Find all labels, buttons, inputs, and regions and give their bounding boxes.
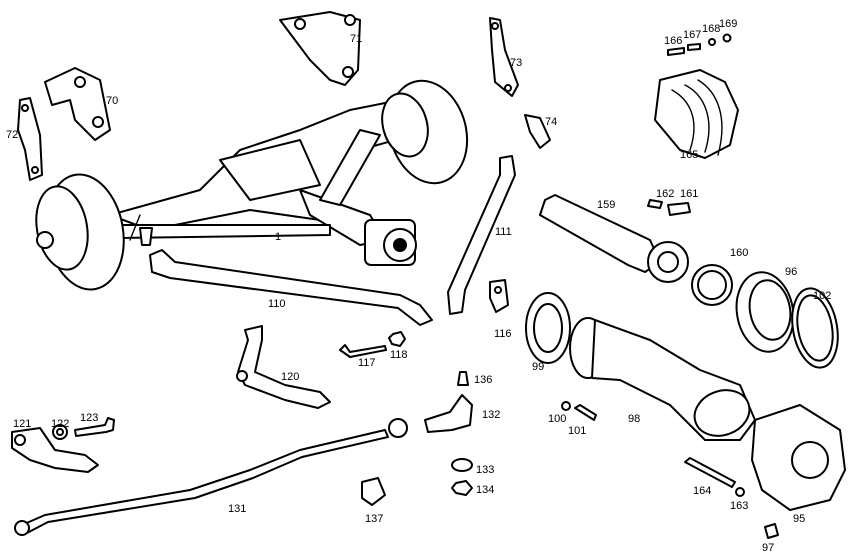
part-96-cover [735,271,795,353]
part-120-arm [236,325,331,409]
part-122-washer [52,424,68,440]
callout-71: 71 [350,33,362,45]
callout-70: 70 [106,95,118,107]
callout-159: 159 [597,199,615,211]
callout-136: 136 [474,374,492,386]
part-98-torque-tube [569,317,756,441]
part-164-bolt [684,457,736,488]
callout-95: 95 [793,513,805,525]
callout-99: 99 [532,361,544,373]
callout-167: 167 [683,29,701,41]
callout-168: 168 [702,23,720,35]
callout-137: 137 [365,513,383,525]
part-1-axle-housing [35,79,469,291]
callout-96: 96 [785,266,797,278]
part-131-tie-rod [14,418,408,536]
callout-120: 120 [281,371,299,383]
part-110-bar [149,249,433,326]
part-71-bracket [279,11,361,86]
callout-122: 122 [51,418,69,430]
part-166-screw [667,47,685,56]
part-137-clamp [361,477,386,506]
part-133-boot [451,458,473,472]
part-117-bolt [339,344,387,358]
callout-117: 117 [358,357,376,369]
part-100-washer [561,401,571,411]
part-102-ring [791,287,839,369]
callout-164: 164 [693,485,711,497]
part-97-fitting [764,523,779,539]
callout-74: 74 [545,116,557,128]
callout-162: 162 [656,188,674,200]
part-95-housing [751,404,846,511]
part-162-bolt [647,199,663,209]
callout-133: 133 [476,464,494,476]
callout-134: 134 [476,484,494,496]
callout-165: 165 [680,149,698,161]
part-165-boot [654,69,739,159]
callout-161: 161 [680,188,698,200]
callout-163: 163 [730,500,748,512]
part-74-clip [524,114,551,149]
part-159-driveshaft [539,194,689,283]
part-168-washer [708,38,716,46]
callout-1: 1 [275,231,281,243]
callout-169: 169 [719,18,737,30]
callout-110: 110 [268,298,286,310]
part-167-screw [687,43,701,51]
part-101-bolt [574,404,597,421]
callout-121: 121 [13,418,31,430]
part-116-bracket [489,279,509,313]
part-136-fitting [457,371,469,386]
part-163-washer [735,487,745,497]
callout-166: 166 [664,35,682,47]
callout-131: 131 [228,503,246,515]
part-160-gasket [691,264,733,306]
callout-118: 118 [390,349,408,361]
part-99-gasket [525,292,571,364]
callout-116: 116 [494,328,512,340]
part-161-clamp [667,202,691,216]
callout-123: 123 [80,412,98,424]
part-111-bar [447,155,516,315]
part-72-plate [17,97,43,181]
part-134-nut [451,480,473,496]
callout-97: 97 [762,542,774,554]
part-70-bracket [44,67,111,141]
callout-labels: 1 70 71 72 73 74 95 96 97 98 99 100 101 … [6,18,831,554]
part-73-plate [489,17,519,97]
callout-101: 101 [568,425,586,437]
callout-160: 160 [730,247,748,259]
part-132-tie-rod-end [424,394,473,433]
callout-73: 73 [510,57,522,69]
callout-102: 102 [813,290,831,302]
callout-98: 98 [628,413,640,425]
callout-100: 100 [548,413,566,425]
part-118-nut [388,331,406,347]
callout-132: 132 [482,409,500,421]
callout-111: 111 [495,226,512,238]
part-123-bolt [74,417,115,437]
part-169-nut [722,33,732,43]
callout-72: 72 [6,129,18,141]
part-121-arm [11,427,99,473]
